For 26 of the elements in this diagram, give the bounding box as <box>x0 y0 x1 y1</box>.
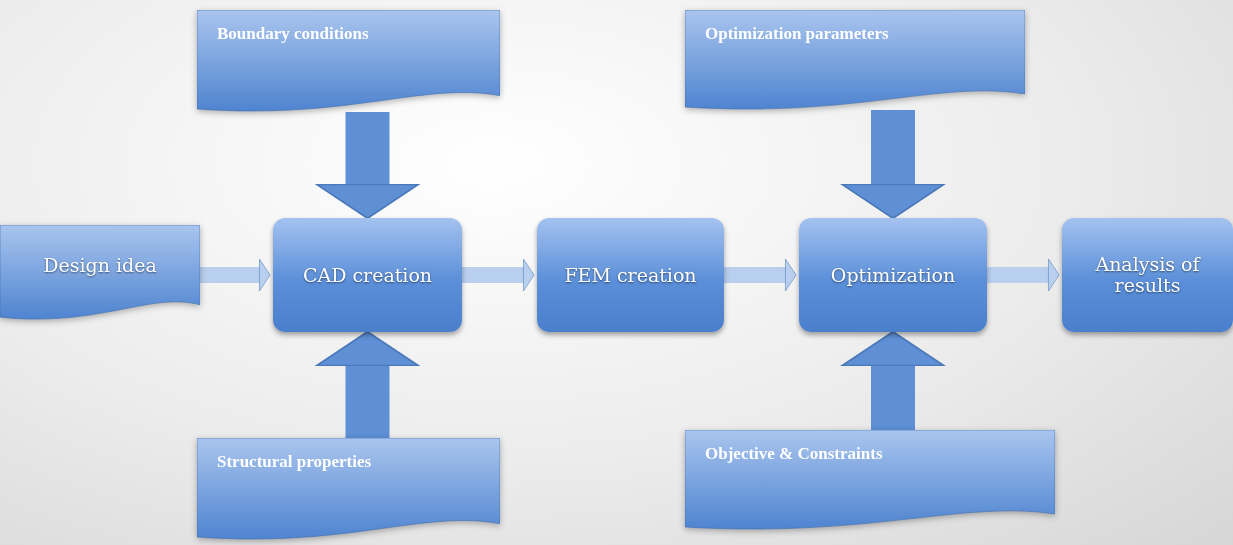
process-box <box>537 218 724 332</box>
block-arrow <box>841 110 945 220</box>
node-label: Boundary conditions <box>217 24 369 45</box>
node-label: Structural properties <box>217 452 372 473</box>
block-arrow <box>462 258 535 292</box>
node-label: Analysis of results <box>1094 254 1202 296</box>
process-box <box>799 218 987 332</box>
process-box <box>1062 218 1233 332</box>
document-shape <box>0 225 200 320</box>
document-shape <box>197 10 500 112</box>
process-box <box>273 218 462 332</box>
block-arrow <box>200 258 271 292</box>
node-label: CAD creation <box>301 264 434 286</box>
block-arrow <box>841 330 945 430</box>
block-arrow <box>315 330 420 438</box>
document-shape <box>197 438 500 540</box>
node-label: Optimization <box>829 264 957 286</box>
document-shape <box>685 10 1025 110</box>
block-arrow <box>315 112 420 220</box>
node-label: FEM creation <box>563 264 698 286</box>
block-arrow <box>987 258 1060 292</box>
node-label: Design idea <box>42 255 158 276</box>
block-arrow <box>724 258 797 292</box>
document-shape <box>685 430 1055 530</box>
node-label: Optimization parameters <box>705 24 889 45</box>
node-label: Objective & Constraints <box>705 444 883 465</box>
